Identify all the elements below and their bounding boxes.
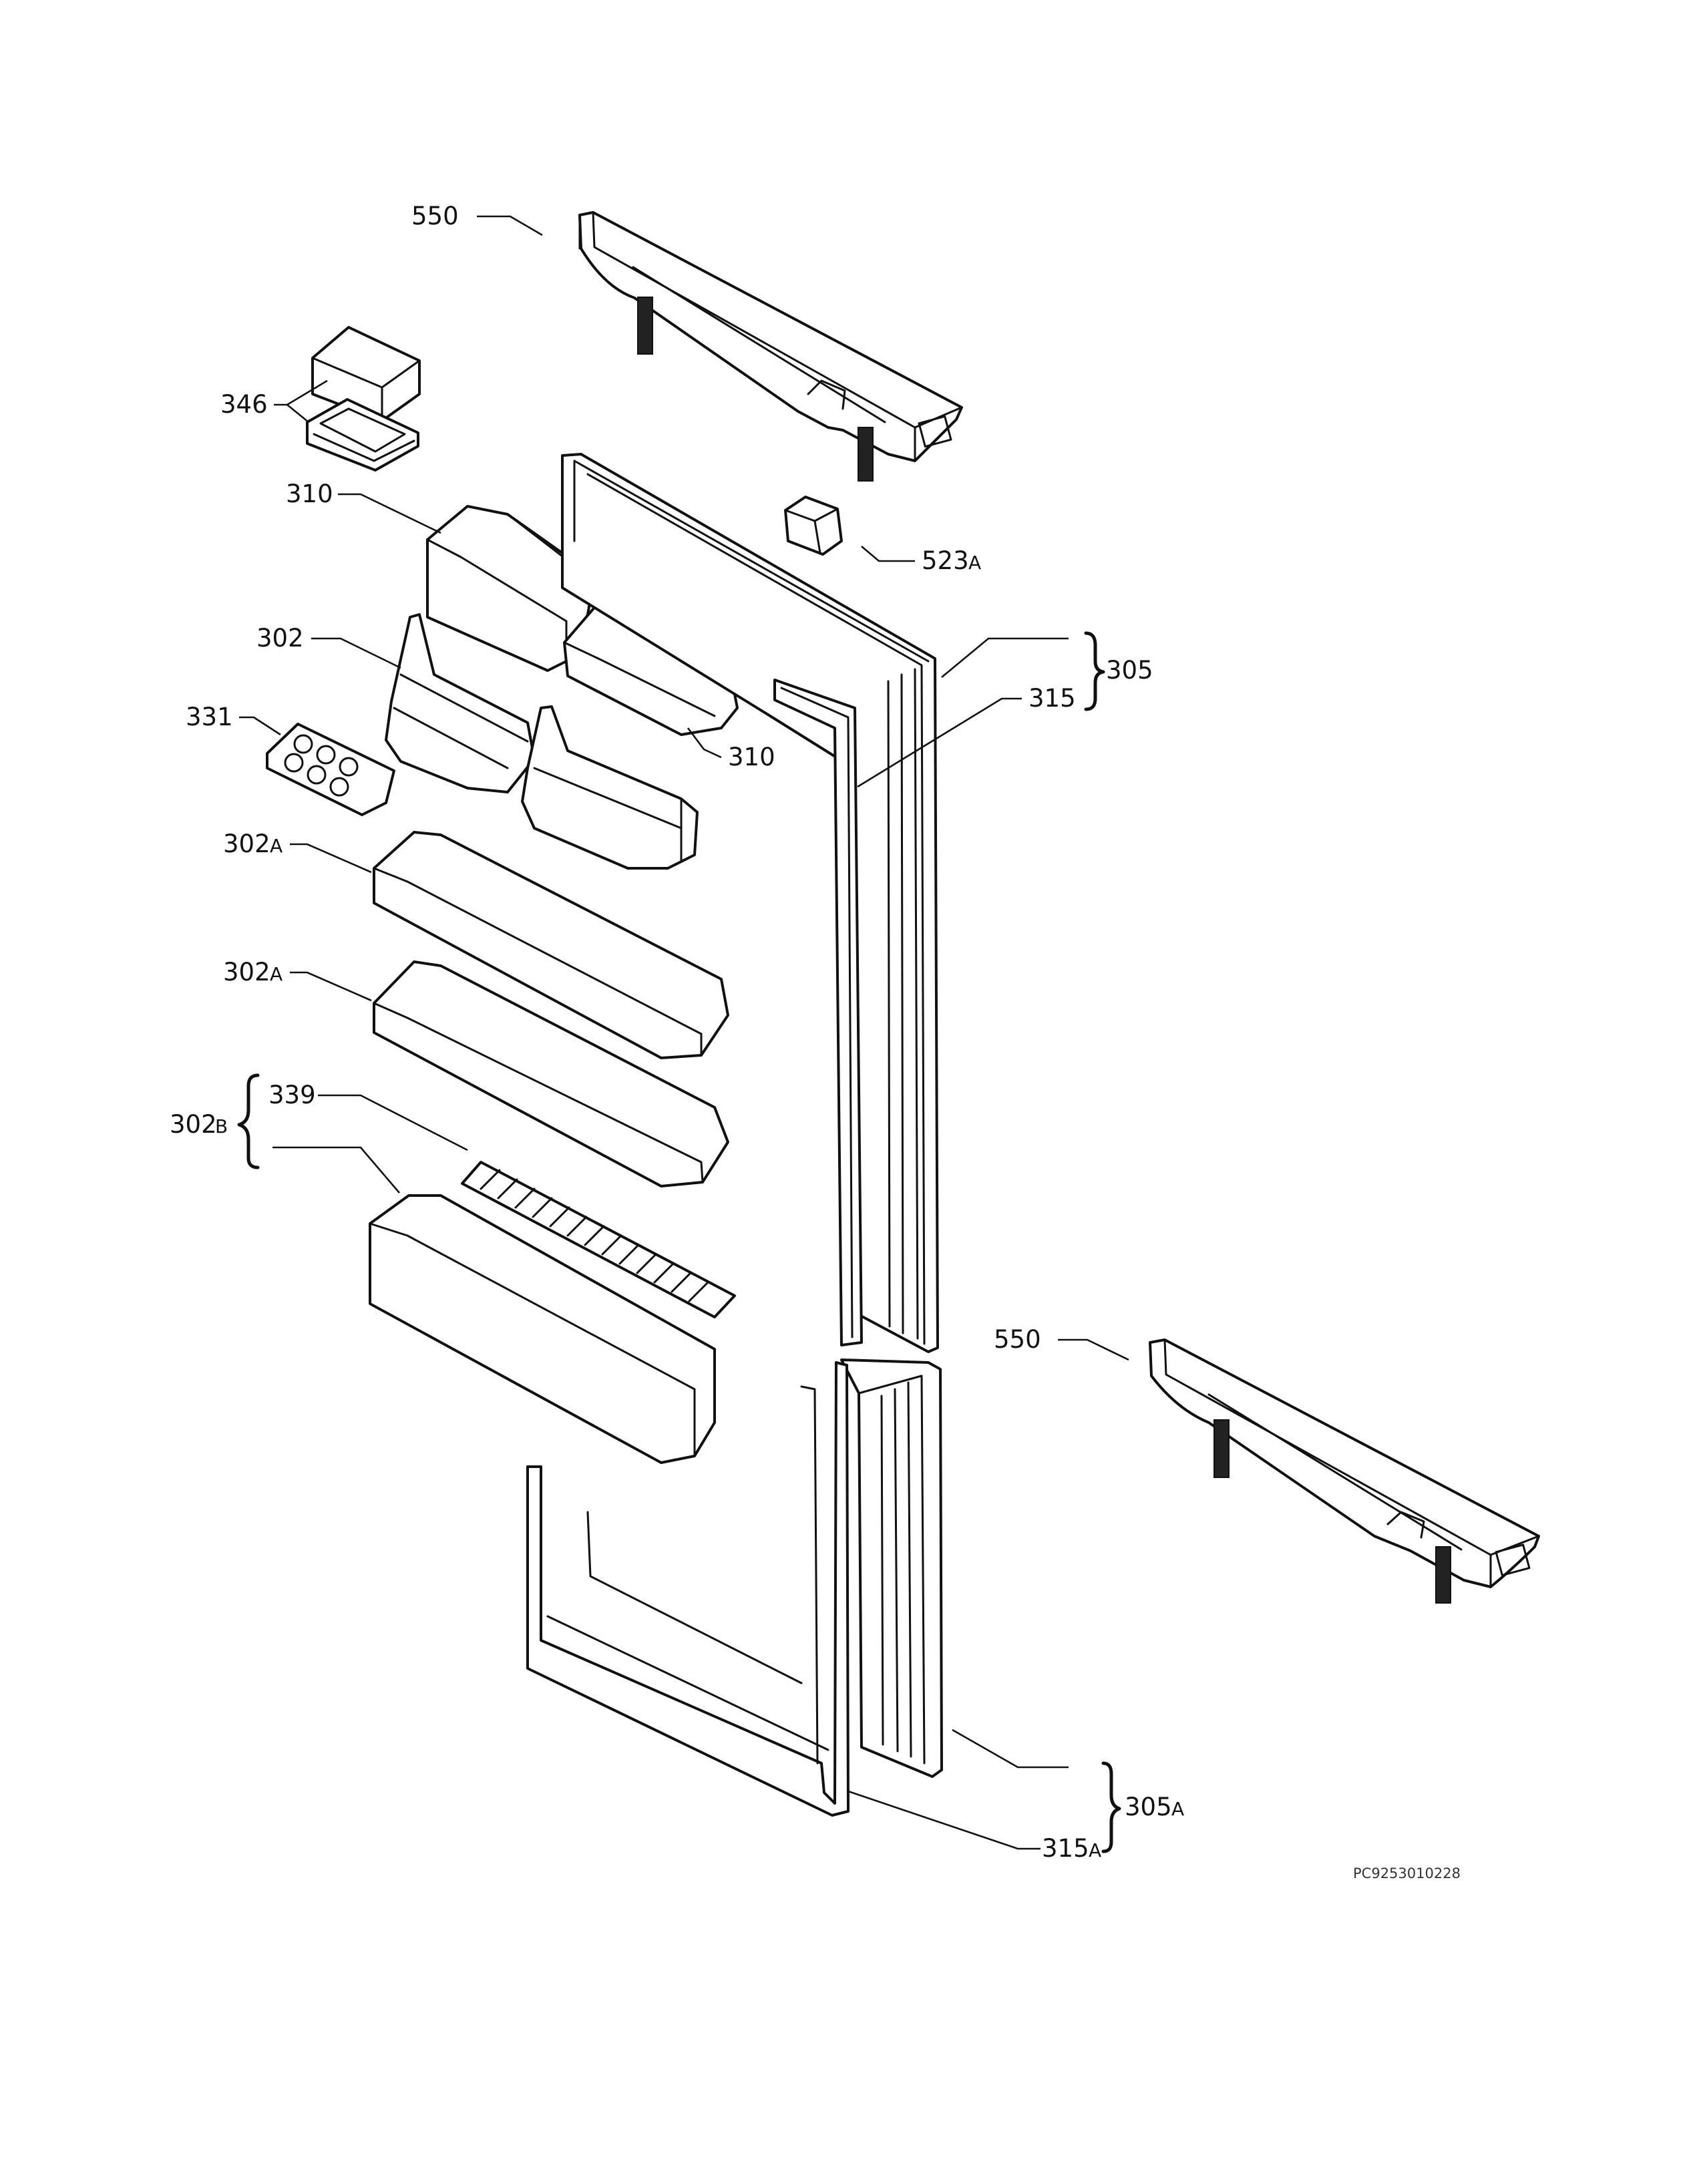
bottom-hinge-550 (1149, 1338, 1540, 1604)
part-523a-block (784, 496, 843, 556)
door-shelf-302a-lower (373, 960, 729, 1188)
label-302b-sub: B (215, 1115, 228, 1137)
drawing-code: PC9253010228 (1353, 1865, 1461, 1881)
top-hinge-550 (578, 211, 963, 482)
brace-305 (1084, 631, 1105, 711)
label-523a-sub: A (968, 552, 981, 574)
label-305a: 305 (1125, 1793, 1172, 1821)
bin-302-right (521, 705, 699, 870)
label-302a-upper-sub: A (270, 835, 283, 857)
leader-305a (952, 1728, 1069, 1769)
leader-310-top (338, 493, 441, 534)
label-315a-sub: A (1089, 1839, 1101, 1861)
leader-305 (941, 637, 1069, 679)
upper-gasket-315 (773, 679, 863, 1346)
leader-310-right (687, 727, 722, 759)
hinge-pin-bottom-right (1435, 1546, 1451, 1604)
leader-550-top (477, 215, 543, 236)
leader-302 (311, 637, 401, 669)
brace-302b (237, 1073, 260, 1169)
leader-315a (848, 1790, 1041, 1850)
part-346-box (311, 326, 421, 422)
hinge-pin-top-right (858, 427, 874, 482)
leader-302a-upper (290, 843, 372, 874)
label-523a: 523 (922, 546, 969, 575)
door-shelf-302a-upper (373, 831, 729, 1059)
leader-315 (857, 697, 1022, 788)
label-302b: 302 (170, 1110, 217, 1139)
label-310-right: 310 (728, 743, 775, 771)
lower-door-305a (840, 1358, 943, 1778)
label-302a-lower-sub: A (270, 963, 283, 985)
label-339: 339 (268, 1081, 316, 1109)
label-331: 331 (186, 703, 233, 731)
part-346-seal (306, 398, 419, 472)
leader-302b-bin (272, 1146, 400, 1194)
shelf-310-left (426, 505, 596, 672)
lower-gasket-315a (526, 1361, 850, 1817)
brace-305a (1101, 1761, 1121, 1853)
label-302a-lower: 302 (223, 958, 270, 986)
label-305a-sub: A (1171, 1798, 1184, 1820)
leader-lines (239, 215, 1129, 1850)
label-302: 302 (256, 624, 304, 653)
leader-302a-lower (290, 971, 372, 1002)
hinge-pin-bottom-left (1213, 1419, 1230, 1478)
label-302a-upper: 302 (223, 830, 270, 858)
label-305: 305 (1106, 656, 1153, 685)
leader-346 (274, 379, 328, 423)
label-315: 315 (1028, 684, 1076, 713)
label-550-bottom: 550 (994, 1325, 1041, 1354)
egg-tray-331 (266, 723, 395, 816)
label-550-top: 550 (411, 202, 459, 230)
bin-302-left (385, 613, 536, 793)
grid-rack-339 (461, 1161, 736, 1318)
bottom-bin-302b (369, 1194, 716, 1464)
label-315a: 315 (1042, 1834, 1089, 1863)
label-346: 346 (220, 390, 268, 419)
leader-331 (239, 716, 281, 736)
leader-523a (861, 546, 915, 562)
leader-339 (318, 1094, 468, 1151)
upper-door-305 (561, 453, 939, 1353)
label-310-top: 310 (286, 480, 333, 508)
leader-550-bottom (1058, 1338, 1129, 1361)
hinge-pin-top-left (637, 297, 653, 355)
